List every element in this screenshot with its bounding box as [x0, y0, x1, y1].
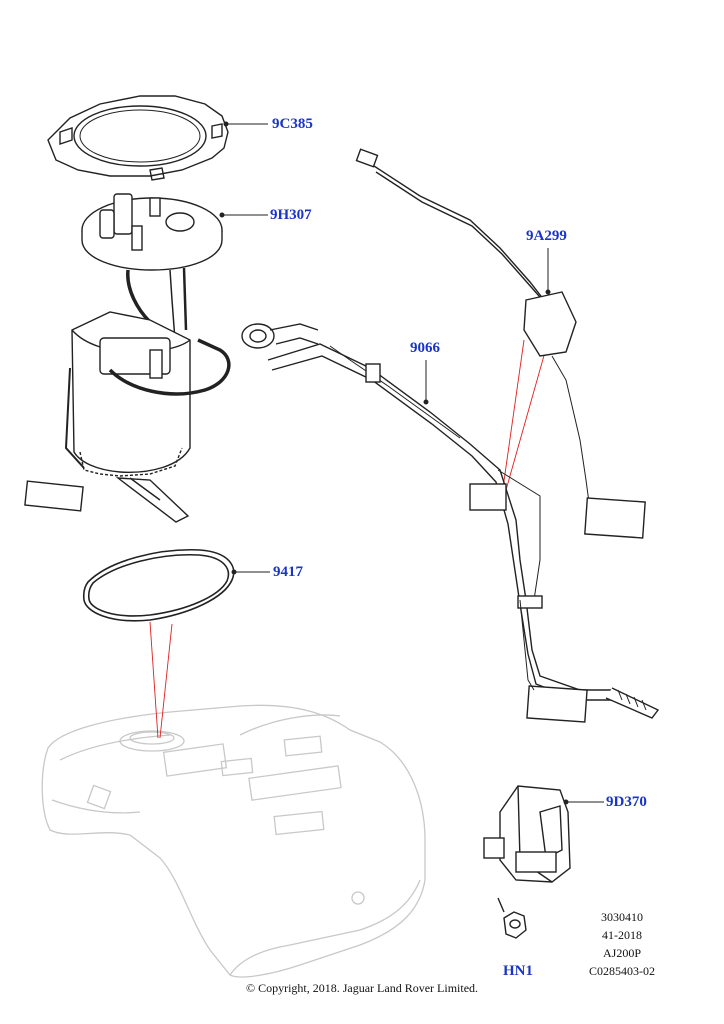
- reference-line-1: 3030410: [601, 910, 643, 924]
- callout-9D370[interactable]: 9D370: [606, 794, 647, 810]
- callout-9H307[interactable]: 9H307: [270, 207, 312, 223]
- control-module-9D370: [483, 785, 571, 883]
- callout-9417[interactable]: 9417: [273, 564, 303, 580]
- callout-9A299[interactable]: 9A299: [526, 228, 567, 244]
- copyright-notice: © Copyright, 2018. Jaguar Land Rover Lim…: [245, 981, 479, 995]
- fuel-pump-module-9H307: [24, 193, 231, 523]
- leader-lines: [219, 121, 604, 805]
- fuel-line-harness-9066: [241, 323, 660, 723]
- reference-codes: 3030410 41-2018 AJ200P C0285403-02: [582, 908, 662, 980]
- reference-line-3: AJ200P: [602, 946, 641, 960]
- callout-9066[interactable]: 9066: [410, 340, 440, 356]
- retaining-ring-9C385: [47, 95, 229, 181]
- indicator-lines: [149, 339, 546, 739]
- reference-line-2: 41-2018: [602, 928, 642, 942]
- nut-HN1: [497, 897, 527, 939]
- sender-unit-9A299: [355, 148, 646, 539]
- callout-9C385[interactable]: 9C385: [272, 116, 313, 132]
- callout-HN1[interactable]: HN1: [503, 963, 533, 979]
- seal-ring-9417: [82, 548, 235, 622]
- fuel-tank-ghost: [41, 704, 426, 978]
- reference-line-4: C0285403-02: [589, 964, 655, 978]
